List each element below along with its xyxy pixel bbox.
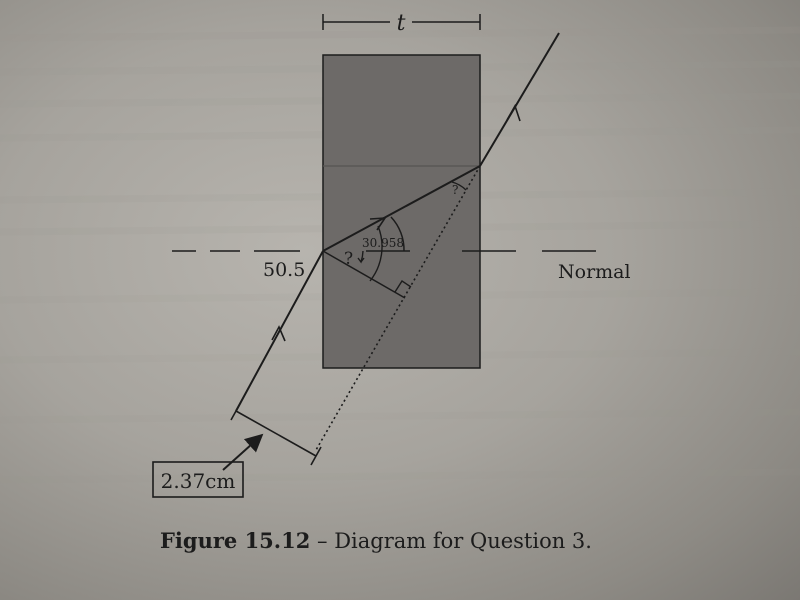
refracted-ray-arrow-icon [369,217,387,231]
thickness-dimension [322,14,481,30]
deviation-angle-arc [369,225,383,282]
displacement-pointer-icon [222,433,264,471]
perpendicular-line [322,250,406,299]
normal-label: Normal [558,261,631,283]
incident-ray [235,250,324,412]
unknown-angle-arc [357,250,365,264]
refracted-ray [322,165,481,252]
displacement-box [152,461,244,498]
right-angle-mark [394,280,412,293]
displacement-dimension [230,401,322,466]
figure-number: Figure 15.12 [160,528,311,553]
refraction-angle-arc [390,216,405,252]
figure-caption: Figure 15.12 – Diagram for Question 3. [160,528,592,553]
unknown-angle-label: ? [344,249,353,269]
glass-block [322,54,481,369]
incident-ray-arrow-icon [271,325,286,342]
exit-angle-arc [451,181,467,191]
emergent-ray-arrow-icon [506,104,521,122]
incident-angle-label: 50.5 [263,259,305,281]
thickness-label: t [397,11,406,36]
emergent-ray [479,32,560,167]
displacement-label: 2.37cm [161,469,236,493]
refracted-angle-label: 30.958 [362,236,404,250]
figure-caption-text: – Diagram for Question 3. [310,529,592,553]
exit-angle-label: ? [452,183,458,197]
